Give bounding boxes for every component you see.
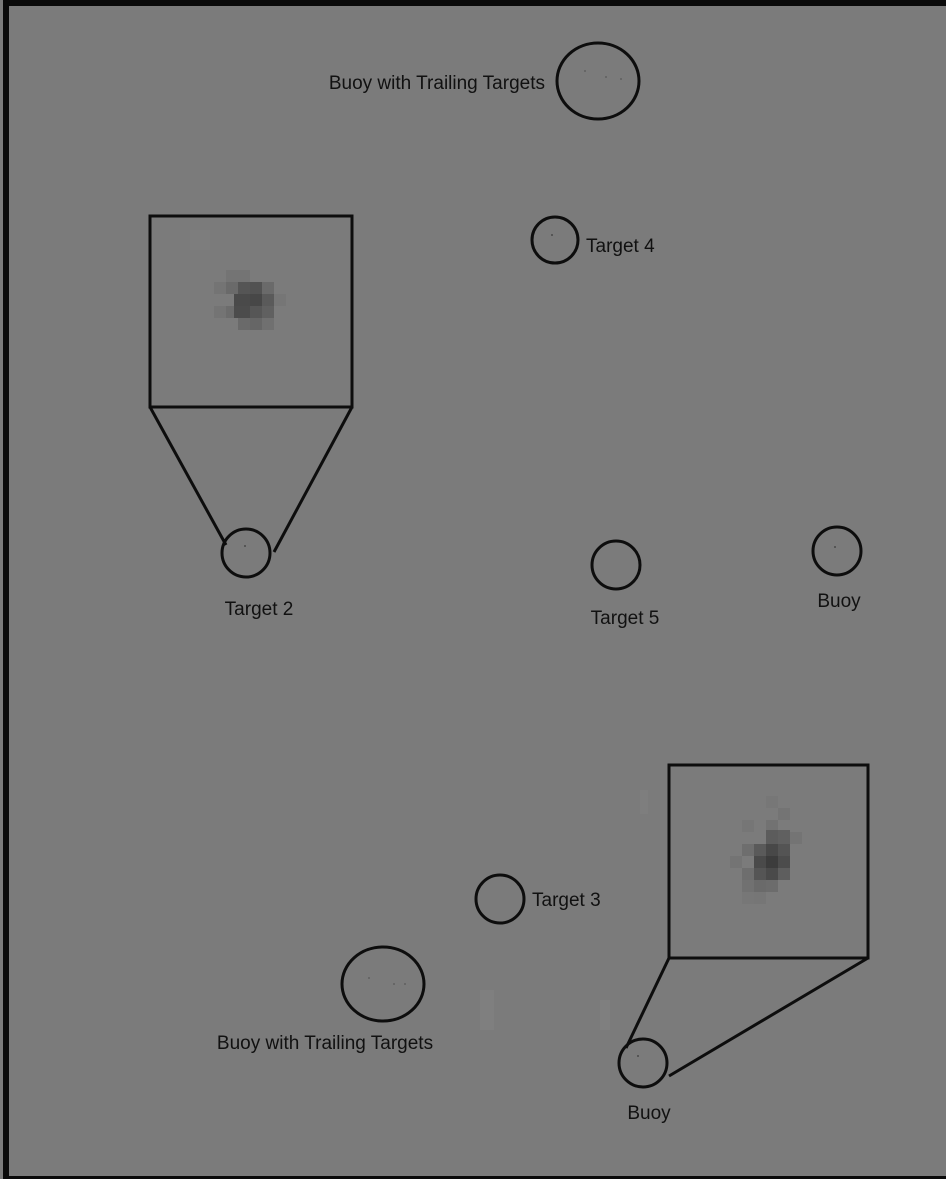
buoy-right-dot <box>834 546 836 548</box>
buoy-bottom-dot <box>637 1055 639 1057</box>
target-3-label: Target 3 <box>532 890 601 911</box>
target-5-label: Target 5 <box>591 608 660 629</box>
buoy-trailing-bottom-label: Buoy with Trailing Targets <box>217 1033 433 1054</box>
buoy-right-label: Buoy <box>817 591 861 612</box>
buoy-bottom-label: Buoy <box>627 1103 671 1124</box>
target-2-dot <box>244 545 246 547</box>
target-4-label: Target 4 <box>586 236 655 257</box>
target-2-label: Target 2 <box>225 599 294 620</box>
target-4-dot <box>551 234 553 236</box>
buoy-trailing-top-label: Buoy with Trailing Targets <box>329 73 545 94</box>
